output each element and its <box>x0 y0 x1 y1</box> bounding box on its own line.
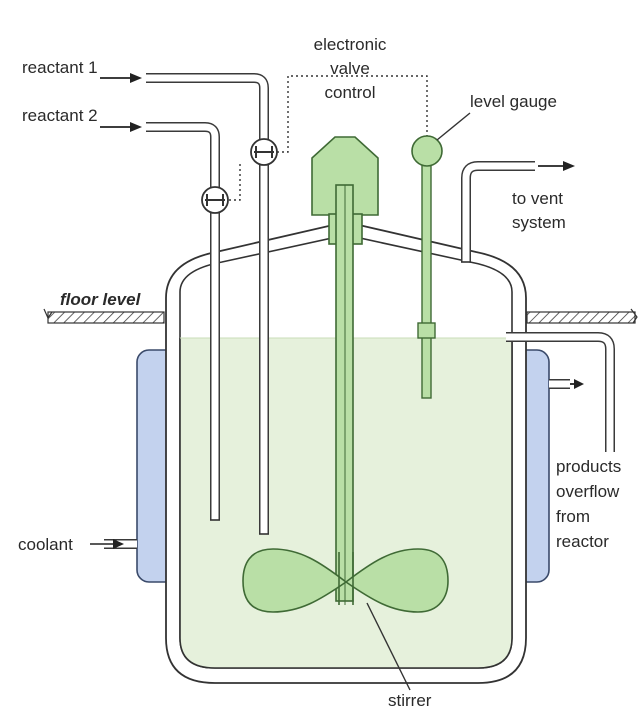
coolant-outlet <box>549 379 584 389</box>
stirrer-motor <box>311 136 379 216</box>
label-products-1: products <box>556 457 621 476</box>
valve-reactant-1-icon <box>250 138 278 166</box>
label-coolant: coolant <box>18 535 73 554</box>
reactant-2-pipe <box>146 122 220 521</box>
stirrer-leader <box>366 602 411 691</box>
level-gauge-dial <box>411 135 443 167</box>
valve-control-wiring <box>229 75 428 201</box>
label-valve-control-1: electronic <box>314 35 387 54</box>
label-level-gauge: level gauge <box>470 92 557 111</box>
label-products-4: reactor <box>556 532 609 551</box>
label-valve-control-3: control <box>324 83 375 102</box>
reactant-1-arrow <box>100 73 142 83</box>
reactant-2-arrow <box>100 122 142 132</box>
label-valve-control-2: valve <box>330 59 370 78</box>
stirrer-assembly <box>242 136 449 613</box>
coolant-inlet <box>90 539 137 549</box>
label-reactant-2: reactant 2 <box>22 106 98 125</box>
floor-hatching <box>43 308 638 324</box>
stirrer-impeller <box>242 548 449 613</box>
level-gauge <box>411 135 443 399</box>
label-vent-1: to vent <box>512 189 563 208</box>
label-vent-2: system <box>512 213 566 232</box>
reactant-1-pipe <box>146 73 269 535</box>
label-stirrer: stirrer <box>388 691 432 710</box>
valve-reactant-2-icon <box>201 186 229 214</box>
vent-pipe <box>461 161 575 263</box>
overflow-pipe <box>506 332 615 452</box>
label-products-3: from <box>556 507 590 526</box>
level-gauge-leader <box>436 112 471 141</box>
label-reactant-1: reactant 1 <box>22 58 98 77</box>
label-floor-level: floor level <box>60 290 142 309</box>
label-products-2: overflow <box>556 482 620 501</box>
